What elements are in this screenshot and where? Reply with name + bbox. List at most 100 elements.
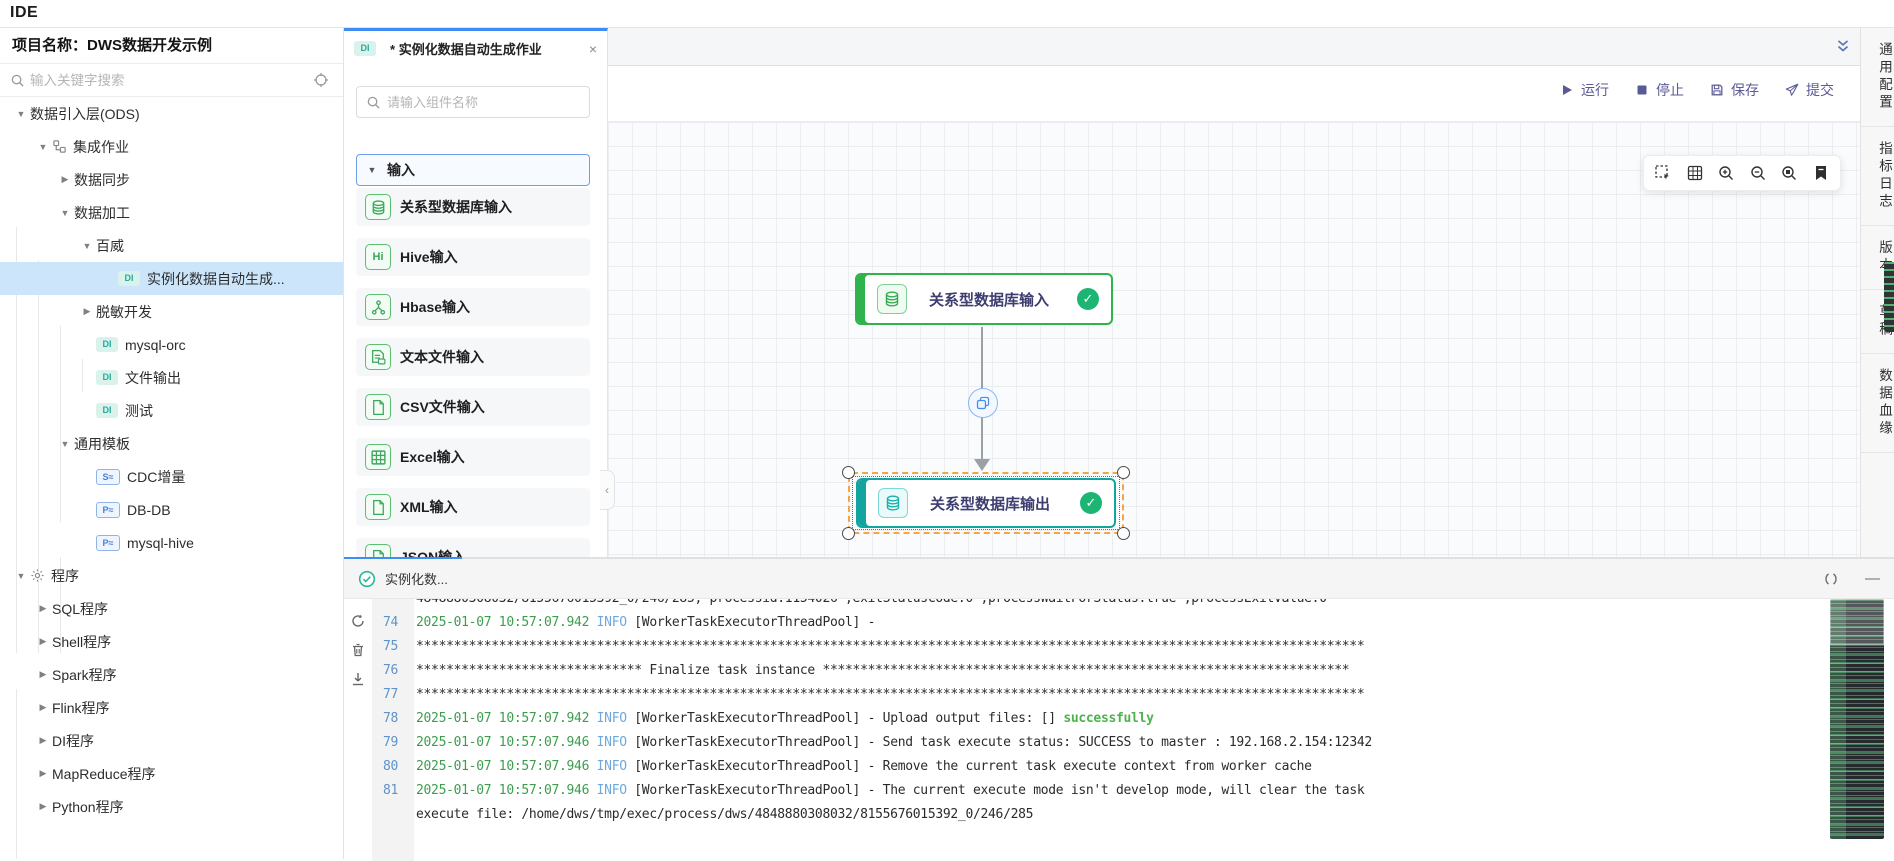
palette-item-6[interactable]: Excel输入: [356, 438, 590, 476]
palette-item-5[interactable]: CSV文件输入: [356, 388, 590, 426]
edge-midpoint-button[interactable]: [968, 388, 998, 418]
play-icon: [1560, 83, 1574, 97]
tree-item-6[interactable]: DI实例化数据自动生成...: [0, 262, 343, 295]
stop-button[interactable]: 停止: [1635, 80, 1684, 100]
tree-item-15[interactable]: ▼程序: [0, 559, 343, 592]
log-minimize-icon[interactable]: —: [1865, 571, 1880, 587]
selection-handle[interactable]: [1117, 466, 1130, 479]
chevron-right-icon[interactable]: ▶: [34, 735, 52, 746]
chevron-right-icon[interactable]: ▶: [34, 768, 52, 779]
play-button[interactable]: 运行: [1560, 80, 1609, 100]
tree-item-8[interactable]: DImysql-orc: [0, 328, 343, 361]
flow-canvas[interactable]: 运行 停止 保存 提交 关系型数据库输入 ✓ 关系型数据库输出 ✓: [608, 66, 1860, 557]
log-line-text: ****************************************…: [408, 683, 1364, 707]
grid-icon[interactable]: [1683, 161, 1707, 185]
bookmark-icon[interactable]: [1809, 161, 1833, 185]
gear-icon: [30, 568, 45, 583]
tree-item-22[interactable]: ▶Python程序: [0, 790, 343, 823]
chevron-down-icon[interactable]: ▼: [56, 208, 74, 218]
tree-item-13[interactable]: P≈DB-DB: [0, 493, 343, 526]
save-icon: [1710, 83, 1724, 97]
tree-item-20[interactable]: ▶DI程序: [0, 724, 343, 757]
palette-item-1[interactable]: 关系型数据库输入: [356, 188, 590, 226]
zoom-out-icon[interactable]: [1746, 161, 1770, 185]
tree-item-3[interactable]: ▶数据同步: [0, 163, 343, 196]
log-body[interactable]: 4848880308032/8155676015392_0/246/285, p…: [344, 599, 1894, 861]
tab-title: * 实例化数据自动生成作业: [390, 39, 542, 58]
chevron-right-icon[interactable]: ▶: [34, 669, 52, 680]
save-button[interactable]: 保存: [1710, 80, 1759, 100]
marquee-select-icon[interactable]: [1651, 161, 1675, 185]
palette-item-2[interactable]: HiHive输入: [356, 238, 590, 276]
tree-item-2[interactable]: ▼集成作业: [0, 130, 343, 163]
chevron-right-icon[interactable]: ▶: [78, 306, 96, 317]
tree-item-4[interactable]: ▼数据加工: [0, 196, 343, 229]
chevron-down-icon[interactable]: ▼: [12, 571, 30, 581]
chevron-right-icon[interactable]: ▶: [34, 801, 52, 812]
log-line-text: execute file: /home/dws/tmp/exec/process…: [408, 803, 1033, 827]
p-template-badge: P≈: [96, 535, 120, 551]
selection-handle[interactable]: [842, 466, 855, 479]
submit-button[interactable]: 提交: [1785, 80, 1834, 100]
palette-item-4[interactable]: 文本文件输入: [356, 338, 590, 376]
tree-item-19[interactable]: ▶Flink程序: [0, 691, 343, 724]
log-line-text: 2025-01-07 10:57:07.942 INFO [WorkerTask…: [408, 611, 875, 635]
tree-item-12[interactable]: S≈CDC增量: [0, 460, 343, 493]
refresh-icon[interactable]: [350, 613, 372, 629]
log-lines: 4848880308032/8155676015392_0/246/285, p…: [344, 599, 1824, 827]
tree-item-16[interactable]: ▶SQL程序: [0, 592, 343, 625]
chevron-right-icon[interactable]: ▶: [34, 702, 52, 713]
tree-item-1[interactable]: ▼数据引入层(ODS): [0, 97, 343, 130]
chevron-down-icon[interactable]: ▼: [34, 142, 52, 152]
chevron-right-icon[interactable]: ▶: [56, 174, 74, 185]
log-minimap[interactable]: [1830, 599, 1884, 839]
zoom-in-icon[interactable]: [1714, 161, 1738, 185]
tree-item-11[interactable]: ▼通用模板: [0, 427, 343, 460]
trash-icon[interactable]: [350, 642, 372, 658]
tree-item-5[interactable]: ▼百威: [0, 229, 343, 262]
chevron-right-icon[interactable]: ▶: [34, 603, 52, 614]
action-label: 保存: [1731, 80, 1759, 100]
component-search-input[interactable]: [387, 90, 583, 114]
tree-item-17[interactable]: ▶Shell程序: [0, 625, 343, 658]
chevron-down-icon[interactable]: ▼: [56, 439, 74, 449]
log-codeview-icon[interactable]: [1823, 571, 1839, 587]
tree-item-9[interactable]: DI文件输出: [0, 361, 343, 394]
palette-item-8[interactable]: JSON输入: [356, 538, 590, 557]
log-line-text: 2025-01-07 10:57:07.946 INFO [WorkerTask…: [408, 731, 1372, 755]
edge-arrowhead-icon: [974, 459, 990, 471]
tab-instance-job[interactable]: DI * 实例化数据自动生成作业 ×: [344, 28, 608, 66]
tab-close-icon[interactable]: ×: [589, 41, 597, 57]
chevron-double-down-icon[interactable]: [1834, 37, 1852, 55]
zoom-reset-icon[interactable]: [1777, 161, 1801, 185]
palette-item-3[interactable]: Hbase输入: [356, 288, 590, 326]
canvas-mini-toolbar: [1643, 155, 1841, 191]
tree-item-14[interactable]: P≈mysql-hive: [0, 526, 343, 559]
palette-item-7[interactable]: XML输入: [356, 488, 590, 526]
selection-handle[interactable]: [1117, 527, 1130, 540]
tree-item-label: SQL程序: [52, 599, 108, 619]
chevron-right-icon[interactable]: ▶: [34, 636, 52, 647]
node-db-input[interactable]: 关系型数据库输入 ✓: [855, 273, 1113, 325]
palette-item-label: 文本文件输入: [400, 347, 484, 367]
chevron-down-icon[interactable]: ▼: [12, 109, 30, 119]
minimap-viewport[interactable]: [1830, 599, 1884, 645]
hbase-icon: [365, 294, 391, 320]
download-icon[interactable]: [350, 671, 372, 687]
right-tab-5[interactable]: 数据血缘: [1861, 354, 1894, 453]
right-tab-1[interactable]: 通用配置: [1861, 28, 1894, 127]
palette-collapse-handle[interactable]: ‹: [600, 470, 615, 510]
tree-search-input[interactable]: [30, 68, 280, 92]
locate-file-icon[interactable]: [313, 72, 329, 88]
submit-icon: [1785, 83, 1799, 97]
right-tab-2[interactable]: 指标日志: [1861, 127, 1894, 226]
tree-item-10[interactable]: DI测试: [0, 394, 343, 427]
node-db-output[interactable]: 关系型数据库输出 ✓: [856, 478, 1116, 528]
tree-item-18[interactable]: ▶Spark程序: [0, 658, 343, 691]
selection-handle[interactable]: [842, 527, 855, 540]
tree-item-21[interactable]: ▶MapReduce程序: [0, 757, 343, 790]
palette-section-input[interactable]: ▼ 输入: [356, 154, 590, 186]
csv-icon: [365, 394, 391, 420]
chevron-down-icon[interactable]: ▼: [78, 241, 96, 251]
tree-item-7[interactable]: ▶脱敏开发: [0, 295, 343, 328]
